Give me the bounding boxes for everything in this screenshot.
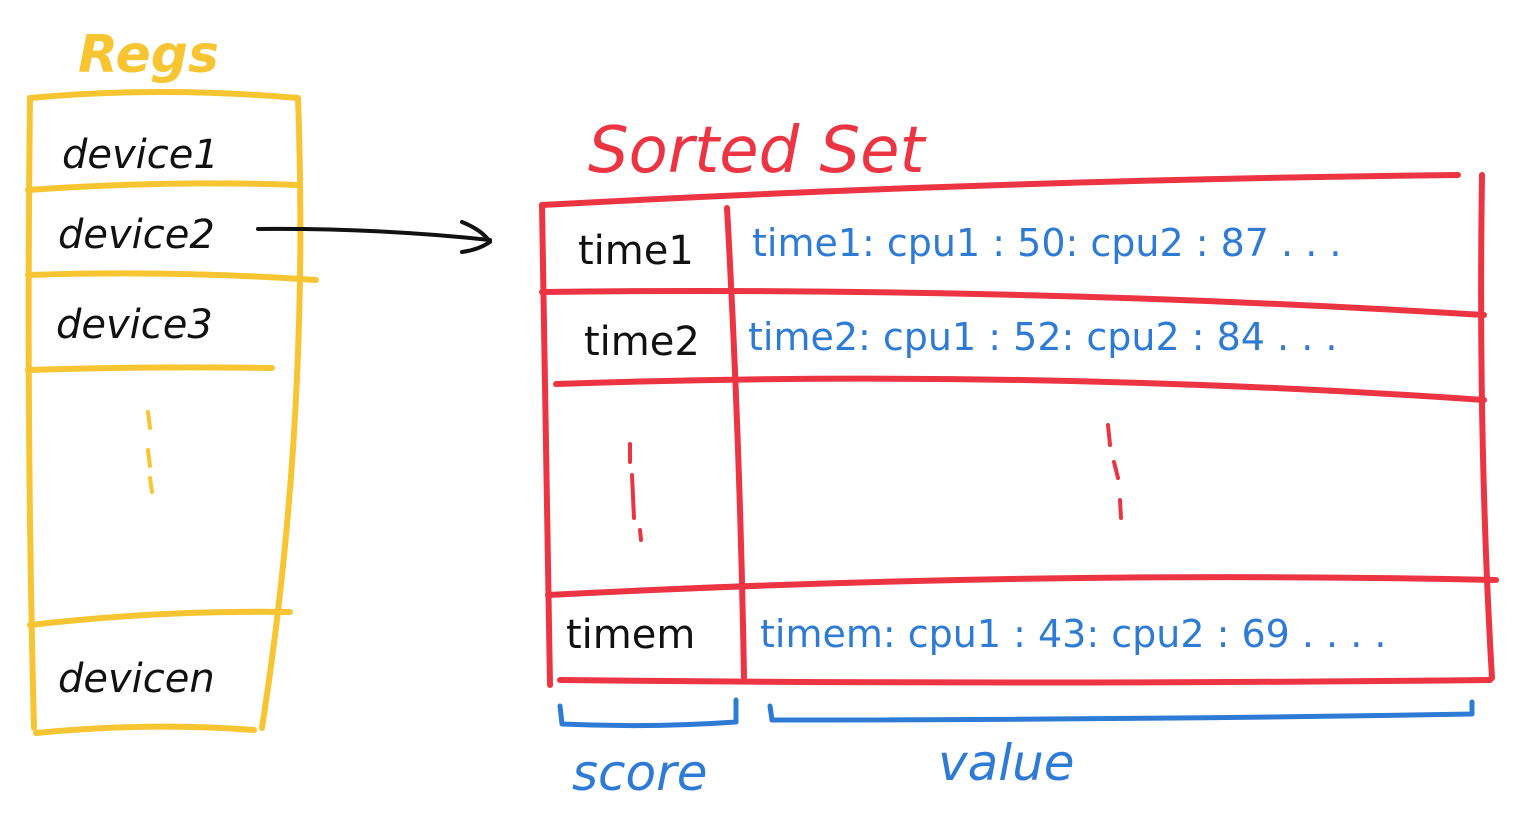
sorted-set-title: Sorted Set (588, 114, 928, 188)
value-label: value (938, 734, 1075, 792)
key-item-device1: device1 (62, 132, 219, 178)
sorted-set-row-divider-2 (553, 375, 1487, 403)
value-column: time1: cpu1 : 50: cpu2 : 87 . . . time2:… (748, 221, 1386, 656)
value-vertical-ellipsis-icon (1106, 423, 1123, 520)
value-cell-2: time2: cpu1 : 52: cpu2 : 84 . . . (748, 315, 1337, 359)
keys-labels: device1 device2 device3 devicen (56, 132, 219, 702)
keys-title: Regs (78, 25, 219, 85)
score-column: time1 time2 timem (566, 228, 700, 658)
keys-divider-2 (25, 270, 319, 283)
keys-box-top (27, 89, 301, 101)
keys-column: Regs (25, 25, 319, 736)
key-item-devicen: devicen (58, 656, 215, 702)
arrow-right-icon (256, 220, 492, 254)
value-cell-1: time1: cpu1 : 50: cpu2 : 87 . . . (752, 221, 1341, 265)
sorted-set-top (539, 172, 1461, 208)
legend (557, 697, 1475, 729)
score-cell-1: time1 (578, 228, 694, 274)
keys-divider-3 (25, 364, 275, 373)
score-brace (557, 697, 739, 729)
sorted-set-table (539, 172, 1499, 688)
sorted-set-column-divider (724, 205, 747, 681)
key-item-device3: device3 (56, 302, 213, 348)
sorted-set-left (539, 202, 553, 688)
keys-box-right (259, 95, 304, 731)
score-cell-2: time2 (584, 319, 700, 365)
keys-vertical-ellipsis-icon (146, 410, 154, 494)
score-vertical-ellipsis-icon (628, 442, 643, 542)
sorted-set-row-divider-3 (545, 574, 1499, 598)
sorted-set-right (1478, 172, 1495, 681)
value-brace (767, 699, 1475, 723)
key-item-device2: device2 (58, 212, 215, 258)
keys-divider-4 (27, 608, 293, 628)
keys-divider-1 (25, 180, 301, 193)
score-label: score (572, 744, 707, 802)
sorted-set-bottom (557, 677, 1493, 686)
sorted-set-row-divider-1 (539, 287, 1487, 318)
score-cell-3: timem (566, 612, 695, 658)
keys-box-bottom (33, 723, 257, 736)
value-cell-3: timem: cpu1 : 43: cpu2 : 69 . . . . (760, 612, 1386, 656)
